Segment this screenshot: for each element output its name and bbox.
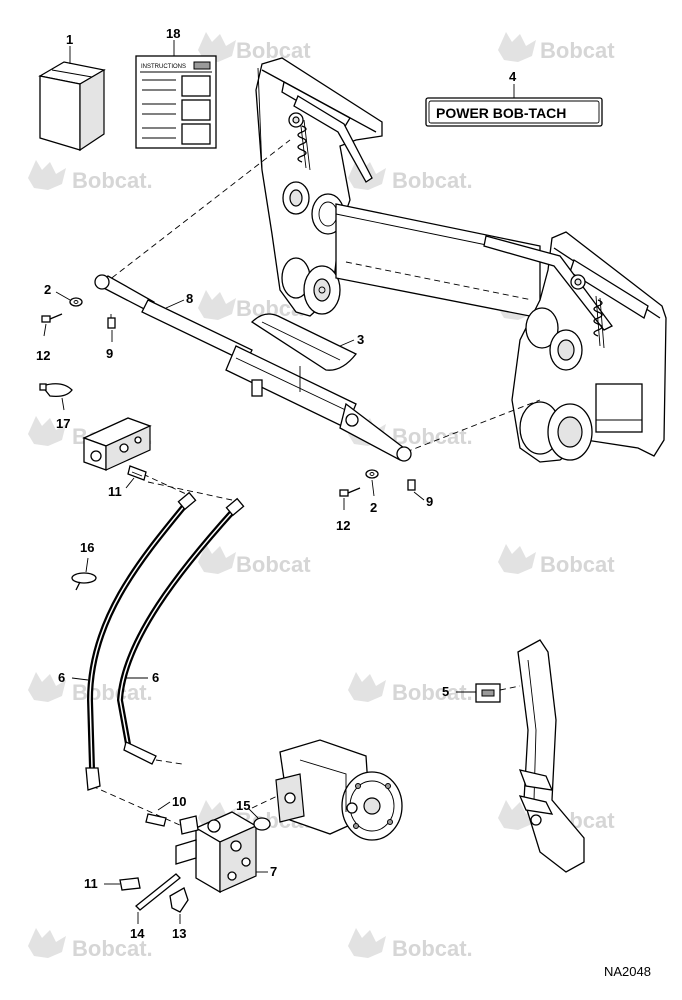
callout-4: 4 <box>509 69 517 84</box>
watermark-text: Bobcat. <box>72 680 153 705</box>
bobcat-logo-icon <box>198 290 236 320</box>
part-clamp <box>39 383 73 398</box>
watermark-text: Bobcat. <box>72 936 153 961</box>
bobcat-logo-icon <box>198 32 236 62</box>
leader-line <box>413 491 425 501</box>
part-switch <box>475 683 501 703</box>
drawing-reference: NA2048 <box>604 964 651 979</box>
callout-7: 7 <box>270 864 277 879</box>
part-elbow-13 <box>169 887 189 913</box>
leader-line <box>43 323 47 337</box>
bobcat-logo-icon <box>28 160 66 190</box>
part-bolt-left <box>41 313 63 323</box>
part-o-ring <box>253 817 271 831</box>
part-control-valve <box>175 811 258 894</box>
watermark-text: Bobcat. <box>392 424 473 449</box>
watermark-text: Bobcat. <box>392 680 473 705</box>
part-bolt-right <box>339 487 361 497</box>
bobcat-logo-icon <box>348 928 386 958</box>
callout-10: 10 <box>172 794 186 809</box>
callout-11-lower: 11 <box>84 876 98 891</box>
instructions-title: INSTRUCTIONS <box>141 64 186 70</box>
part-control-handle-bracket <box>517 639 585 873</box>
part-washer-right <box>365 469 379 479</box>
leader-line <box>371 479 375 497</box>
leader-line <box>85 557 89 573</box>
part-tube-14 <box>135 873 181 911</box>
watermark-text: Bobcat <box>236 552 311 577</box>
leader-line <box>125 477 135 489</box>
callout-6-left: 6 <box>58 670 65 685</box>
leader-line <box>165 299 185 309</box>
leader-line <box>71 677 89 681</box>
part-fitting-upper <box>127 465 147 481</box>
part-power-bobtach-decal: POWER BOB-TACH <box>425 97 603 127</box>
part-hydraulic-hose-right <box>116 497 245 765</box>
bobcat-logo-icon <box>498 800 536 830</box>
leader-line <box>339 339 355 347</box>
part-hydraulic-hose-left <box>85 491 197 791</box>
leader-line <box>55 291 71 301</box>
leader-line <box>61 397 65 411</box>
callout-18: 18 <box>166 26 180 41</box>
callout-2-right: 2 <box>370 500 377 515</box>
watermark-text: Bobcat. <box>392 168 473 193</box>
callout-2-left: 2 <box>44 282 51 297</box>
callout-13: 13 <box>172 926 186 941</box>
bobcat-logo-icon <box>28 928 66 958</box>
bobcat-logo-icon <box>498 544 536 574</box>
bobcat-logo-icon <box>28 672 66 702</box>
part-hydraulic-pump <box>275 739 403 841</box>
callout-16: 16 <box>80 540 94 555</box>
part-grease-fitting-right <box>407 479 416 491</box>
bobcat-logo-icon <box>348 672 386 702</box>
leader-line <box>247 807 259 819</box>
bobcat-logo-icon <box>28 416 66 446</box>
part-diverter-valve <box>82 417 152 471</box>
part-instructions-manual: INSTRUCTIONS <box>135 55 217 149</box>
part-cylinder-cover <box>250 313 358 371</box>
watermark-text: Bobcat <box>540 38 615 63</box>
callout-6-right: 6 <box>152 670 159 685</box>
callout-9-left: 9 <box>106 346 113 361</box>
power-bobtach-label: POWER BOB-TACH <box>436 105 566 121</box>
bobtach-frame-left <box>255 57 383 317</box>
bobtach-frame-right <box>483 231 667 463</box>
callout-9-right: 9 <box>426 494 433 509</box>
watermark-text: Bobcat. <box>72 168 153 193</box>
callout-12-right: 12 <box>336 518 350 533</box>
callout-5: 5 <box>442 684 449 699</box>
bobcat-logo-icon <box>498 32 536 62</box>
part-hose-clamp <box>71 572 97 591</box>
leader-line <box>157 801 171 811</box>
watermark-text: Bobcat <box>540 552 615 577</box>
part-fitting-lower <box>119 877 141 891</box>
assembly-dashed-line <box>499 685 521 691</box>
part-kit-box <box>38 61 106 152</box>
callout-12-left: 12 <box>36 348 50 363</box>
part-hydraulic-cylinder <box>94 274 412 462</box>
callout-17: 17 <box>56 416 70 431</box>
callout-15: 15 <box>236 798 250 813</box>
callout-11-upper: 11 <box>108 484 122 499</box>
watermark-text: Bobcat. <box>392 936 473 961</box>
watermark-text: Bobcat <box>236 38 311 63</box>
bobcat-logo-icon <box>198 544 236 574</box>
part-washer-left <box>69 297 83 307</box>
part-fitting-10 <box>145 813 167 827</box>
bobtach-cross-tube <box>335 203 541 319</box>
callout-1: 1 <box>66 32 73 47</box>
callout-3: 3 <box>357 332 364 347</box>
callout-14: 14 <box>130 926 145 941</box>
callout-8: 8 <box>186 291 193 306</box>
part-grease-fitting-left <box>107 314 116 329</box>
